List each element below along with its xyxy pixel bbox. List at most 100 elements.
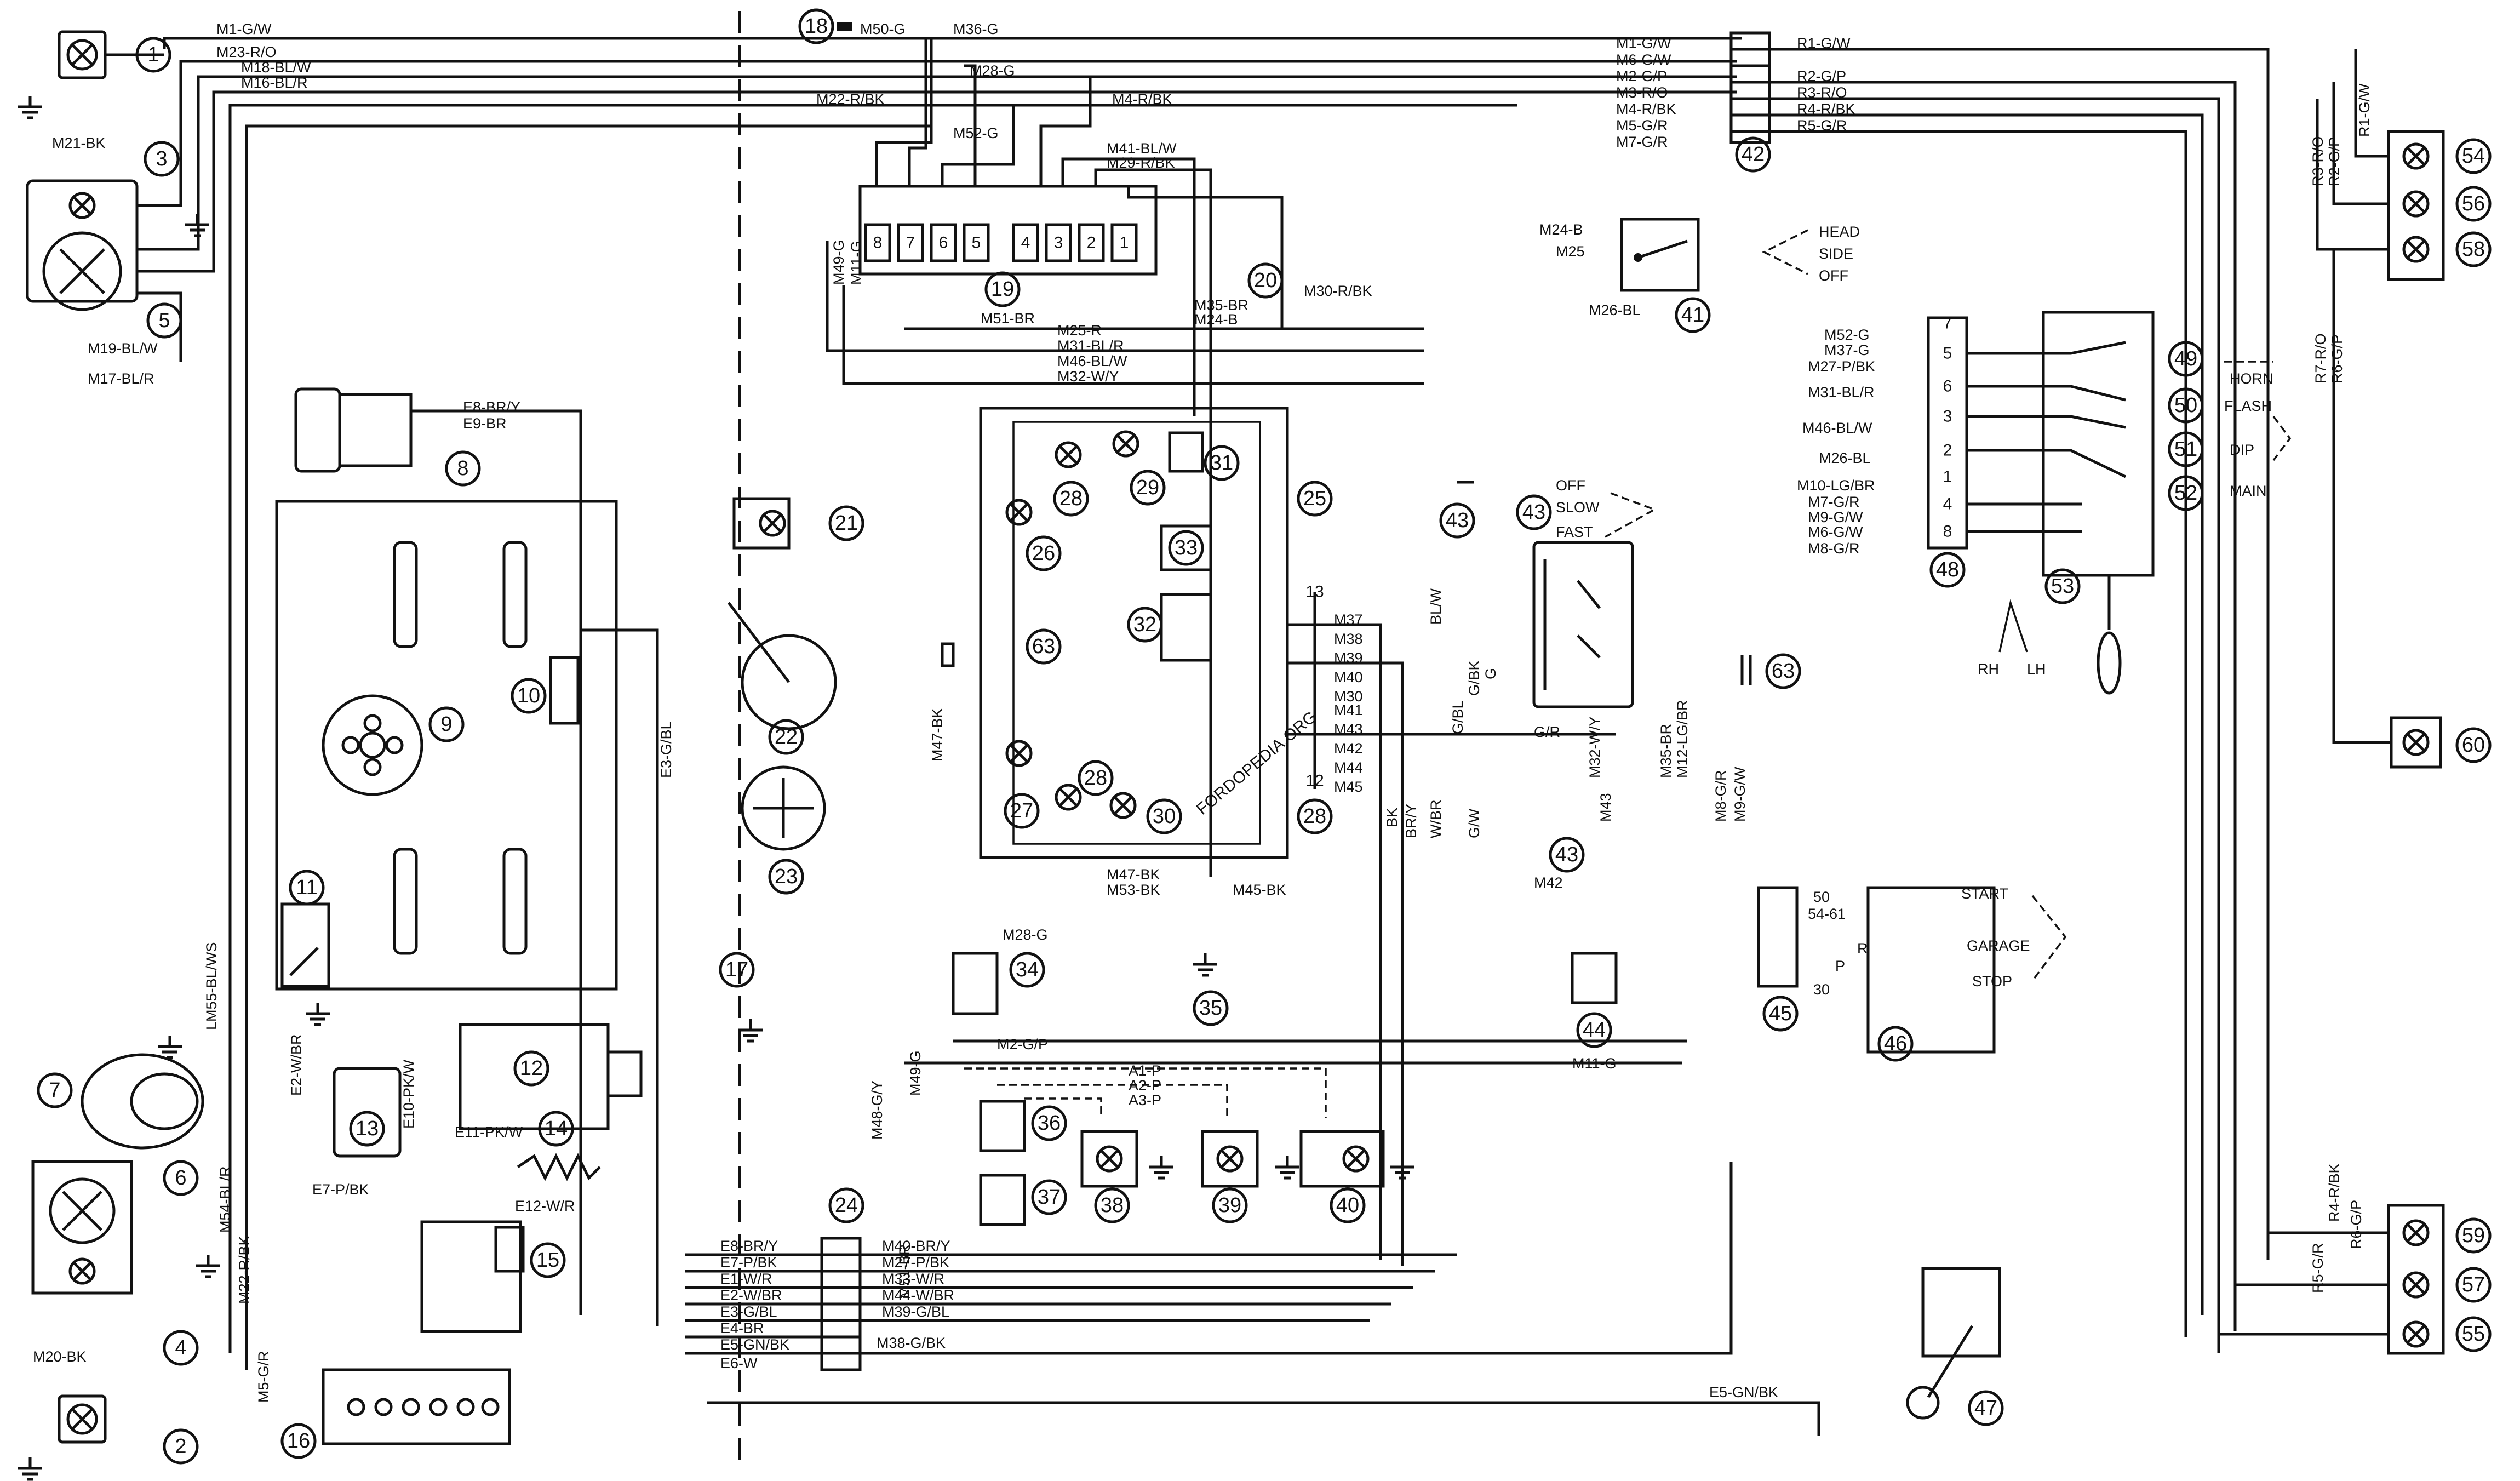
component-63b-label: 63 xyxy=(1772,660,1795,683)
wire-e2v-label: E2-W/BR xyxy=(288,1034,305,1096)
wire-r-m2-label: M2-G/P xyxy=(1616,68,1667,84)
wire-lm55-label: LM55-BL/WS xyxy=(203,942,220,1030)
component-14-label: 14 xyxy=(545,1117,568,1140)
wire-m38-label: M38-G/BK xyxy=(877,1335,946,1351)
wire-r2-label: R2-G/P xyxy=(1797,68,1846,84)
component-42-label: 41 xyxy=(1681,304,1704,327)
pin-50-3: 3 xyxy=(1943,408,1952,426)
legend-w-slow: SLOW xyxy=(1556,499,1600,516)
legend-w-fast: FAST xyxy=(1556,524,1593,540)
component-19-label: 19 xyxy=(991,278,1014,301)
pin-50-4: 4 xyxy=(1943,495,1952,513)
component-59-label: 57 xyxy=(2462,1273,2485,1296)
wire-m10-label: M10-LG/BR xyxy=(1797,477,1875,494)
wire-m25b-label: M25 xyxy=(1556,243,1585,260)
center-left-components: 21 22 23 17 63 M47-BK xyxy=(719,497,1062,1041)
ground-icon xyxy=(1193,953,1217,975)
wire-m16-label: M16-BL/R xyxy=(241,75,308,91)
component-35-label: 34 xyxy=(1016,958,1039,981)
lamp-40-icon xyxy=(1218,1147,1242,1171)
lamp-31-icon xyxy=(1111,793,1135,817)
wire-wbr-label: W/BR xyxy=(1428,800,1444,839)
spark-plug-icon xyxy=(393,848,418,955)
wire-r-m3-label: M3-R/O xyxy=(1616,84,1668,101)
wire-r7v-label: R7-R/O xyxy=(2312,333,2329,384)
wire-m25-label: M25-R xyxy=(1057,322,1102,339)
component-7-label: 7 xyxy=(49,1079,60,1102)
component-58-label: 56 xyxy=(2462,192,2485,215)
component-33-label: 32 xyxy=(1133,613,1156,636)
legend-off: OFF xyxy=(1819,267,1848,284)
spark-plug-icon xyxy=(393,541,418,648)
component-31-label: 30 xyxy=(1153,805,1176,828)
component-44-label: 43 xyxy=(1522,501,1545,524)
lamp-27-icon xyxy=(1007,741,1031,765)
lamp-57-icon xyxy=(2404,1322,2428,1346)
lamp-2-icon xyxy=(59,1396,105,1442)
wire-m23-label: M23-R/O xyxy=(216,44,277,60)
wire-m20-label: M20-BK xyxy=(33,1348,87,1365)
left-bottom-lamps: 6 4 M54-BL/R M20-BK M22-R/BK M5-G/R 2 xyxy=(18,1160,272,1479)
legend-kp: P xyxy=(1835,958,1845,974)
wire-m40-label: M40-BR/Y xyxy=(882,1238,950,1254)
middle-right-labels: M43 M32-W/Y M35-BR M12-LG/BR M8-G/R M9-G… xyxy=(1534,700,1748,891)
component-29-label: 28 xyxy=(1303,805,1326,828)
legend-rh: RH xyxy=(1978,661,1999,677)
wire-m4-label: M4-R/BK xyxy=(1112,91,1172,107)
wire-gbk-label: G/BK xyxy=(1466,660,1482,696)
legend-lh: LH xyxy=(2027,661,2046,677)
component-53-label: 51 xyxy=(2174,438,2197,461)
component-28a-label: 28 xyxy=(1059,487,1083,510)
wire-m31b-label: M31-BL/R xyxy=(1808,384,1875,401)
component-23-label: 23 xyxy=(775,865,798,888)
cluster-25-body xyxy=(979,407,1289,859)
wire-a1-label: A1-P xyxy=(1129,1062,1161,1079)
c29-m30: M30 xyxy=(1334,688,1363,705)
wire-g-label: G xyxy=(1482,668,1499,679)
wire-m48v-label: M48-G/Y xyxy=(869,1080,885,1140)
component-47-label: 45 xyxy=(1769,1002,1792,1025)
component-54-label: 52 xyxy=(2174,482,2197,505)
pin-7-label: 7 xyxy=(906,234,915,252)
component-12-13: 12 13 E2-W/BR E10-PK/W E11-PK/W 14 E7-P/… xyxy=(288,1023,643,1198)
wire-m1-label: M1-G/W xyxy=(216,21,272,37)
pin-50-1: 1 xyxy=(1943,468,1952,486)
wire-r1-label: R1-G/W xyxy=(1797,35,1851,52)
wire-m22-label: M22-R/BK xyxy=(816,91,885,107)
wiper-switch-44: 43 OFF SLOW FAST xyxy=(1516,477,1657,708)
bottom-center-components: 36 37 38 39 40 xyxy=(979,1100,1414,1226)
lamp-62-icon xyxy=(2404,730,2428,754)
wire-m9-label: M9-G/W xyxy=(1808,509,1863,525)
component-50-label: 48 xyxy=(1936,558,1959,581)
component-8-group: 8 E8-BR/Y E9-BR xyxy=(294,387,582,1315)
wire-r3-label: R3-R/O xyxy=(1797,84,1847,101)
c29-m38: M38 xyxy=(1334,631,1363,647)
coil-13-icon xyxy=(333,1067,402,1158)
pin-4-label: 4 xyxy=(1021,234,1030,252)
gauge-33-icon xyxy=(1160,593,1212,662)
ground-icon xyxy=(738,1019,763,1041)
wire-m5v-label: M5-G/R xyxy=(255,1351,272,1403)
wire-e5-label: E5-GN/BK xyxy=(720,1336,789,1353)
component-61-label: 59 xyxy=(2462,1224,2485,1247)
pin-8-label: 8 xyxy=(873,234,883,252)
regulator-15-icon xyxy=(420,1220,522,1333)
wire-m51a-label: M51-BR xyxy=(981,310,1035,327)
component-55-label: 53 xyxy=(2051,575,2074,598)
legend-garage: GARAGE xyxy=(1967,937,2030,954)
lamp-30-icon xyxy=(1114,432,1138,456)
c29-m45: M45 xyxy=(1334,779,1363,795)
wire-gbl-label: G/BL xyxy=(1450,700,1466,734)
side-lamp-icon xyxy=(70,193,94,218)
wire-m27-label: M27-P/BK xyxy=(1808,358,1875,375)
component-21-label: 21 xyxy=(835,512,858,535)
component-1-group: 1 xyxy=(18,32,171,118)
component-48-label: 46 xyxy=(1884,1032,1907,1055)
wire-m52b-label: M52-G xyxy=(1824,327,1870,343)
sender-10-icon xyxy=(549,656,580,725)
wire-r-m4-label: M4-R/BK xyxy=(1616,101,1676,117)
component-15-label: 15 xyxy=(536,1249,559,1272)
wire-m46b-label: M46-BL/W xyxy=(1802,420,1872,436)
wire-m18-label: M18-BL/W xyxy=(241,59,311,76)
side-lamp-icon xyxy=(70,1259,94,1283)
